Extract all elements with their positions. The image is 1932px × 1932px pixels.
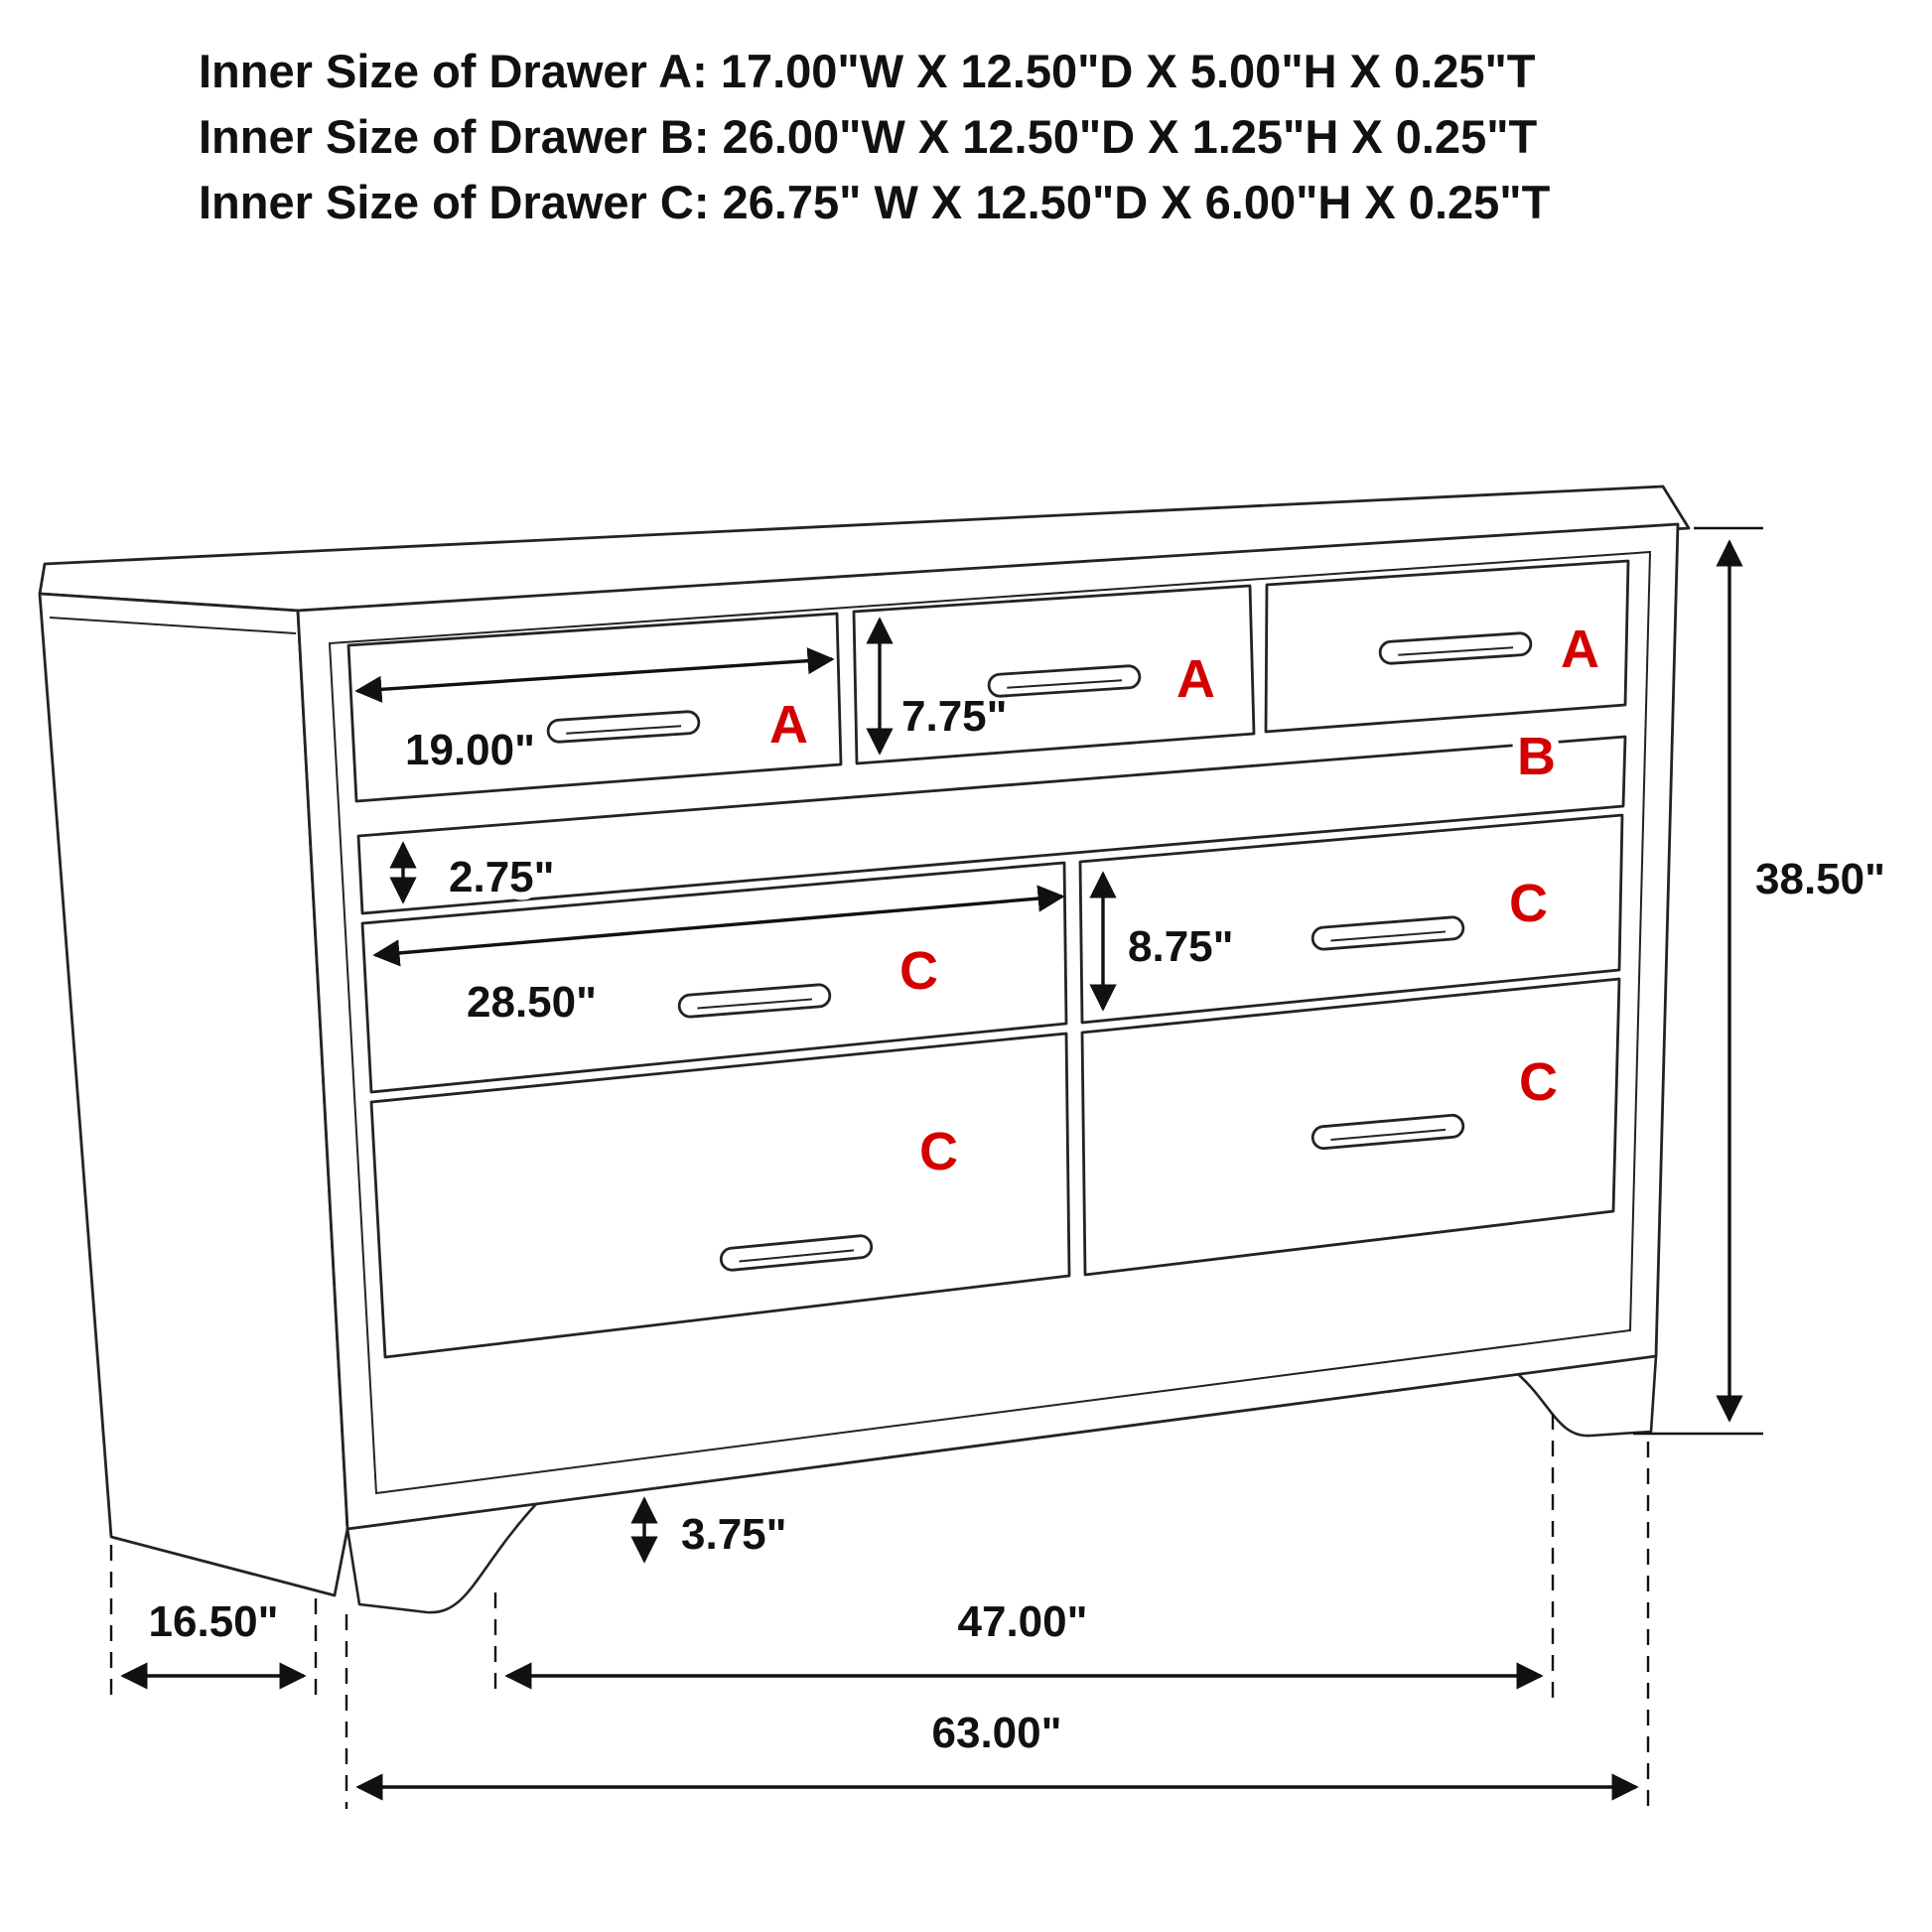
dresser-side-panel: [38, 592, 349, 1597]
dim-text-2-75: 2.75": [449, 853, 555, 901]
dim-text-3-75: 3.75": [681, 1510, 787, 1559]
label-drawer-c3: C: [919, 1122, 958, 1181]
label-drawer-c4: C: [1519, 1052, 1558, 1112]
label-drawer-a3: A: [1561, 620, 1599, 679]
drawer-a2-handle: [987, 664, 1142, 698]
drawer-b-glitter-strip: [356, 735, 1627, 915]
dim-text-16-50: 16.50": [149, 1597, 279, 1646]
dim-text-8-75: 8.75": [1128, 922, 1234, 971]
dim-arrow-19: [354, 647, 835, 703]
drawer-c4-handle: [1311, 1113, 1465, 1151]
dim-text-7-75: 7.75": [901, 692, 1008, 741]
drawer-c2: [1078, 813, 1624, 1025]
right-front-foot: [1517, 1354, 1658, 1438]
header-line-2: Inner Size of Drawer B: 26.00"W X 12.50"…: [199, 110, 1538, 163]
dresser-drawing: [38, 484, 1691, 1614]
dim-text-38-50: 38.50": [1755, 855, 1885, 903]
label-drawer-a1: A: [769, 695, 808, 755]
drawer-c1-handle: [677, 983, 832, 1019]
drawer-c3: [369, 1032, 1071, 1359]
label-drawer-c2: C: [1509, 874, 1548, 933]
drawer-a1-handle: [546, 710, 701, 744]
drawer-letter-labels: A A A B C C C C: [769, 620, 1599, 1181]
label-drawer-b: B: [1517, 727, 1556, 786]
header-line-3: Inner Size of Drawer C: 26.75" W X 12.50…: [199, 176, 1551, 228]
dimension-annotations: 19.00" 7.75" 2.75" 28.50" 8.75" 38.50" 3…: [109, 526, 1885, 1809]
front-face-inner-frame: [328, 550, 1652, 1495]
drawer-a3-handle: [1378, 631, 1533, 665]
dim-text-28-50: 28.50": [467, 978, 597, 1027]
left-front-foot: [345, 1502, 538, 1614]
drawer-c3-handle: [719, 1234, 874, 1272]
label-drawer-a2: A: [1176, 649, 1215, 709]
label-drawer-c1: C: [899, 941, 938, 1001]
dim-text-47-00: 47.00": [958, 1597, 1088, 1646]
dim-text-63-00: 63.00": [932, 1709, 1062, 1757]
drawer-c2-handle: [1311, 915, 1465, 951]
dim-arrow-28-50: [372, 885, 1065, 967]
header-line-1: Inner Size of Drawer A: 17.00"W X 12.50"…: [199, 45, 1536, 97]
side-panel-edge-line: [49, 617, 297, 634]
dim-text-19: 19.00": [405, 726, 535, 774]
